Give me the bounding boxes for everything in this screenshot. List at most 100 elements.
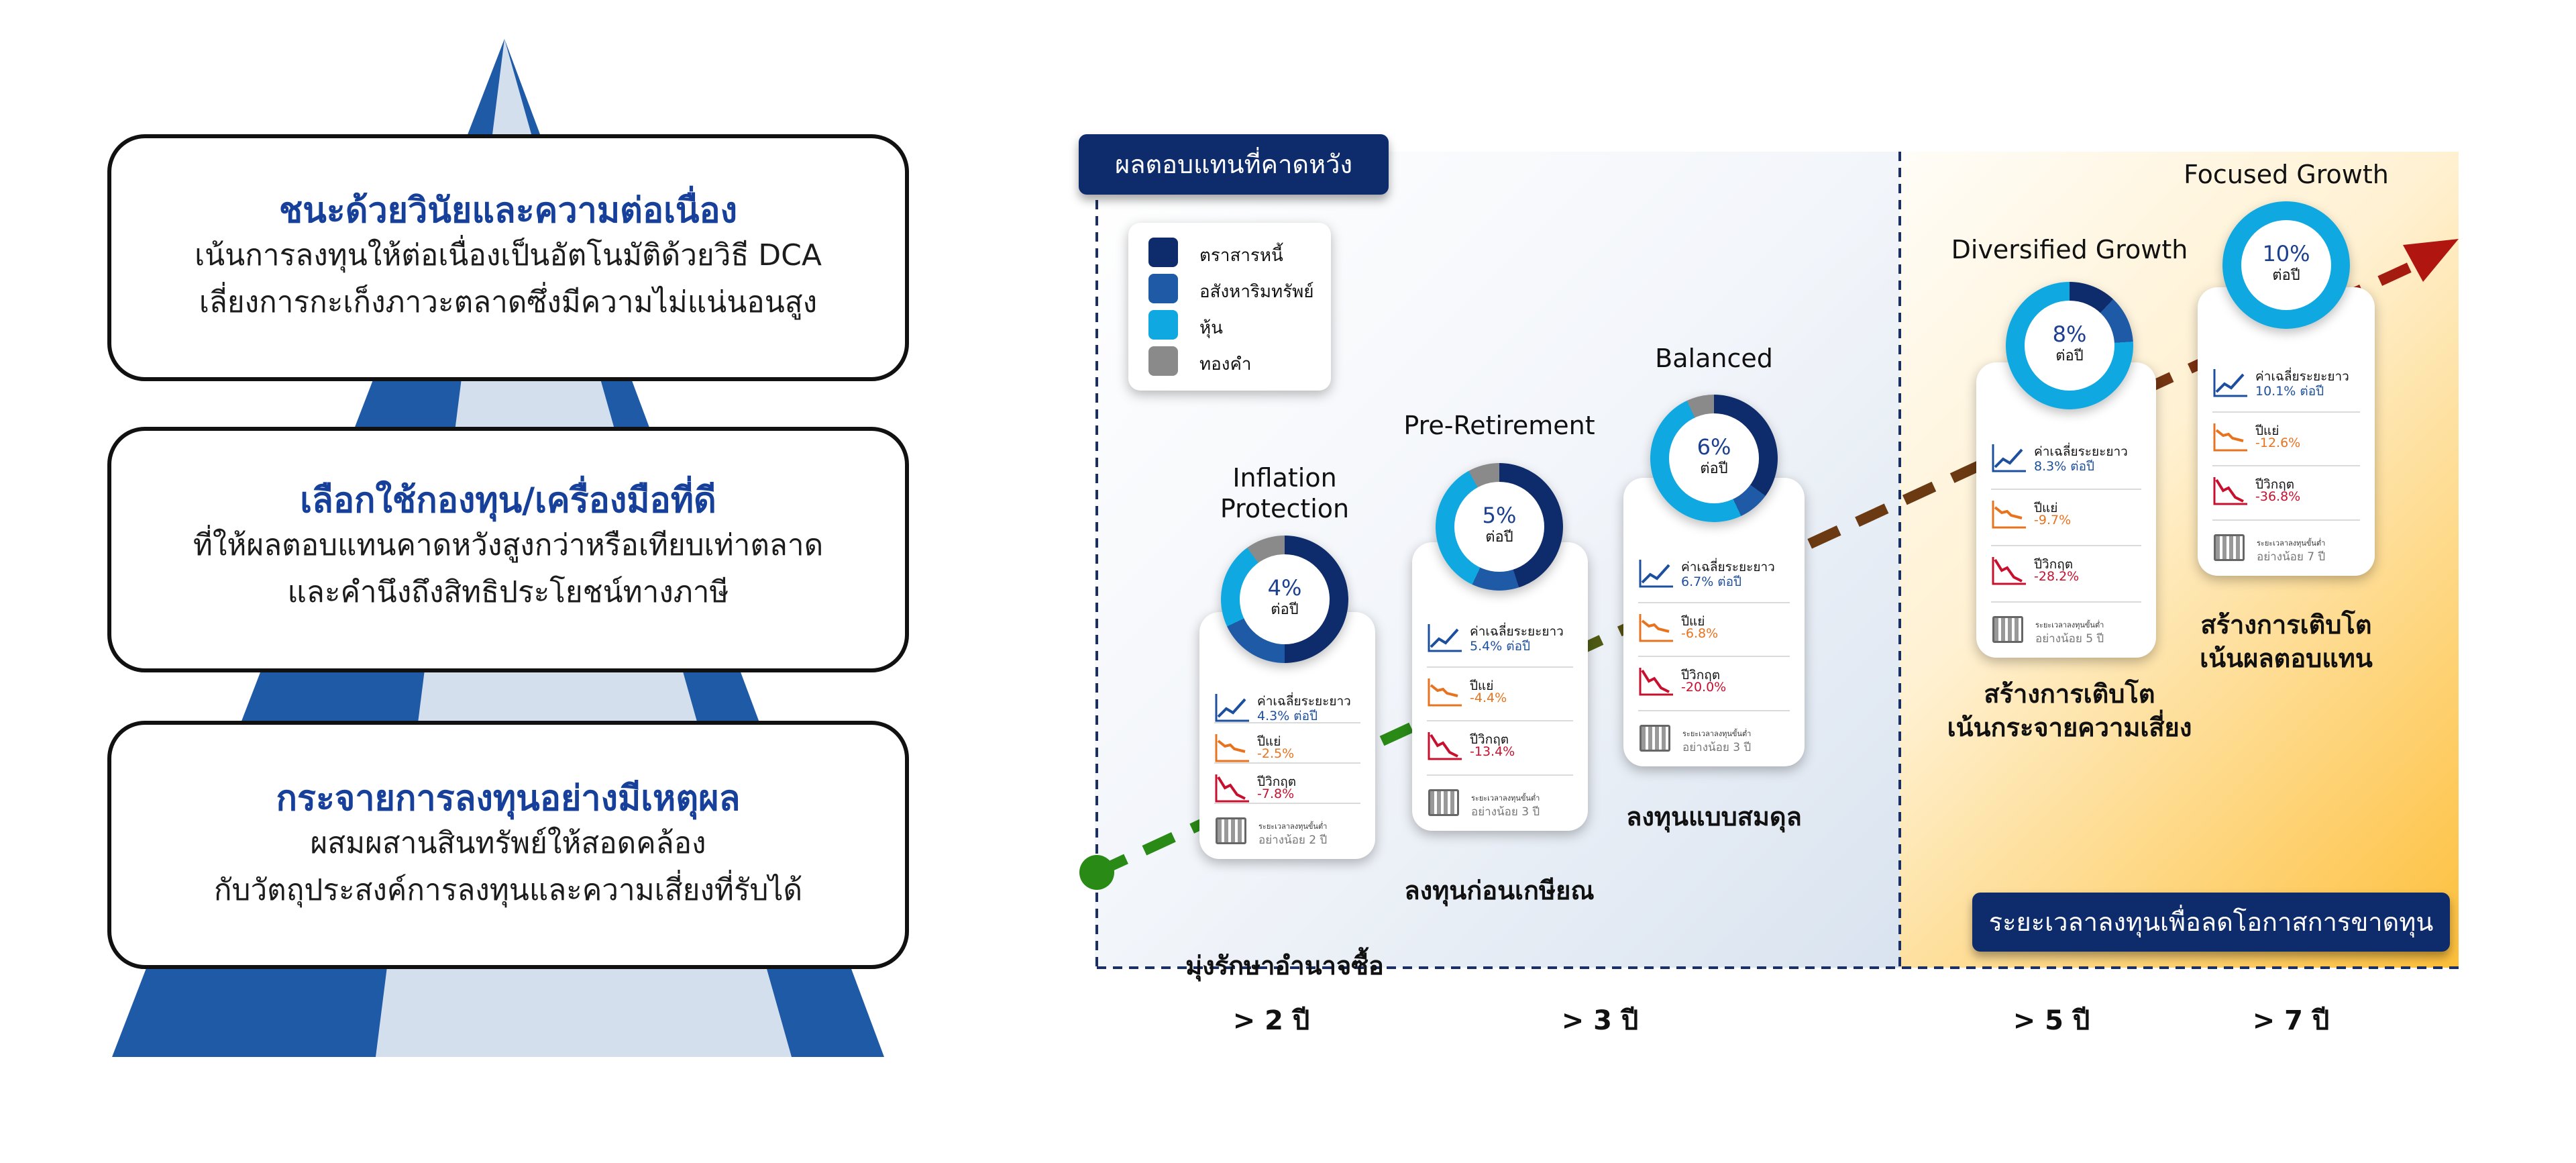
min-period-value: อย่างน้อย 3 ปี xyxy=(1682,741,1752,754)
time-horizon-label: > 2 ปี xyxy=(1232,1005,1310,1036)
stage-name: Protection xyxy=(1220,494,1350,523)
trend-up-icon xyxy=(2213,369,2247,397)
legend-swatch xyxy=(1148,346,1178,376)
tier-line: ที่ให้ผลตอบแทนคาดหวังสูงกว่าหรือเทียบเท่… xyxy=(193,528,824,562)
crisis-label: ปีวิกฤต xyxy=(2034,557,2074,572)
crisis-label: ปีวิกฤต xyxy=(2255,477,2295,493)
legend-label: อสังหาริมทรัพย์ xyxy=(1199,282,1314,302)
expected-return-unit: ต่อปี xyxy=(1700,460,1728,477)
stage-thai-label: เน้นผลตอบแทน xyxy=(2200,644,2373,673)
donut-center: 6%ต่อปี xyxy=(1669,413,1759,503)
bad-value: -4.4% xyxy=(1470,690,1507,705)
expected-return-unit: ต่อปี xyxy=(2055,348,2084,364)
calendar-icon xyxy=(1640,725,1670,752)
bad-value: -9.7% xyxy=(2034,513,2072,527)
crash-icon xyxy=(2213,477,2247,505)
stage-thai-label: ลงทุนแบบสมดุล xyxy=(1626,802,1802,831)
avg-label: ค่าเฉลี่ยระยะยาว xyxy=(1257,694,1351,709)
avg-value: 4.3% ต่อปี xyxy=(1257,709,1318,723)
calendar-icon xyxy=(2214,534,2245,561)
avg-label: ค่าเฉลี่ยระยะยาว xyxy=(2255,369,2349,384)
crisis-label: ปีวิกฤต xyxy=(1681,668,1721,683)
row-separator xyxy=(1214,803,1360,804)
min-period-value: อย่างน้อย 5 ปี xyxy=(2035,632,2104,646)
legend-swatch xyxy=(1148,310,1178,340)
min-period-value: อย่างน้อย 3 ปี xyxy=(1471,805,1540,819)
stage-thai-label: สร้างการเติบโต xyxy=(1984,679,2155,709)
expected-return-value: 4% xyxy=(1267,575,1302,601)
tier-line: กับวัตถุประสงค์การลงทุนและความเสี่ยงที่ร… xyxy=(213,873,803,907)
stage-thai-label: สร้างการเติบโต xyxy=(2200,610,2372,640)
time-horizon-label: > 7 ปี xyxy=(2252,1005,2330,1036)
bad-label: ปีแย่ xyxy=(2034,501,2058,515)
row-separator xyxy=(1427,720,1573,722)
legend-label: หุ้น xyxy=(1199,318,1223,338)
min-period-label: ระยะเวลาลงทุนขั้นต่ำ xyxy=(2035,621,2104,629)
row-separator xyxy=(1427,774,1573,776)
row-separator xyxy=(2212,465,2360,467)
expected-return-value: 8% xyxy=(2052,321,2087,347)
crisis-value: -7.8% xyxy=(1257,787,1295,801)
allocation-donut: 8%ต่อปี xyxy=(2006,282,2133,409)
tier-line: เน้นการลงทุนให้ต่อเนื่องเป็นอัตโนมัติด้ว… xyxy=(195,238,822,272)
donut-center: 4%ต่อปี xyxy=(1240,554,1330,644)
row-separator xyxy=(1991,601,2141,603)
pyramid-tier-diversification: กระจายการลงทุนอย่างมีเหตุผล ผสมผสานสินทร… xyxy=(107,721,909,969)
bad-value: -6.8% xyxy=(1681,625,1719,641)
row-separator xyxy=(1638,656,1790,658)
row-separator xyxy=(1214,762,1360,764)
row-separator xyxy=(1991,489,2141,490)
expected-return-badge: ผลตอบแทนที่คาดหวัง xyxy=(1079,134,1389,195)
trend-up-icon xyxy=(1428,624,1462,652)
crisis-label: ปีวิกฤต xyxy=(1470,732,1509,748)
crisis-value: -36.8% xyxy=(2255,489,2301,505)
expected-return-unit: ต่อปี xyxy=(2272,267,2300,284)
avg-value: 6.7% ต่อปี xyxy=(1681,574,1742,589)
bad-value: -12.6% xyxy=(2255,435,2301,450)
calendar-icon xyxy=(1428,789,1459,816)
expected-return-value: 6% xyxy=(1697,434,1731,460)
asset-legend: ตราสารหนี้ อสังหาริมทรัพย์ หุ้น ทองคำ xyxy=(1128,223,1331,391)
row-separator xyxy=(2212,519,2360,521)
trend-down-icon xyxy=(1215,734,1249,762)
crash-icon xyxy=(1428,732,1462,760)
avg-value: 8.3% ต่อปี xyxy=(2034,459,2095,474)
avg-label: ค่าเฉลี่ยระยะยาว xyxy=(2034,444,2128,459)
expected-return-unit: ต่อปี xyxy=(1271,601,1299,618)
crisis-value: -28.2% xyxy=(2034,569,2080,584)
bad-label: ปีแย่ xyxy=(1470,678,1494,693)
time-horizon-label: > 5 ปี xyxy=(2012,1005,2090,1036)
bad-label: ปีแย่ xyxy=(1681,613,1705,629)
row-separator xyxy=(1214,722,1360,723)
time-horizon-badge: ระยะเวลาลงทุนเพื่อลดโอกาสการขาดทุน xyxy=(1972,893,2450,952)
legend-label: ทองคำ xyxy=(1199,354,1252,374)
row-separator xyxy=(2212,411,2360,413)
expected-return-value: 5% xyxy=(1482,503,1517,528)
expected-return-unit: ต่อปี xyxy=(1485,529,1513,546)
bad-label: ปีแย่ xyxy=(2255,423,2279,438)
calendar-icon xyxy=(1216,817,1246,844)
stage-name: Focused Growth xyxy=(2184,160,2389,189)
crash-icon xyxy=(1992,557,2026,585)
tier-title: ชนะด้วยวินัยและความต่อเนื่อง xyxy=(278,191,738,231)
stage-thai-label: เน้นกระจายความเสี่ยง xyxy=(1947,713,2192,742)
tier-title: กระจายการลงทุนอย่างมีเหตุผล xyxy=(276,778,741,819)
stage-thai-label: มุ่งรักษาอำนาจซื้อ xyxy=(1185,951,1384,980)
stage-name: Balanced xyxy=(1655,344,1773,373)
trend-up-icon xyxy=(1992,444,2026,472)
row-separator xyxy=(1991,545,2141,546)
crisis-value: -20.0% xyxy=(1681,680,1727,695)
expected-return-value: 10% xyxy=(2262,241,2310,266)
legend-swatch xyxy=(1148,274,1178,303)
trend-down-icon xyxy=(1992,501,2026,529)
row-separator xyxy=(1427,666,1573,668)
avg-value: 5.4% ต่อปี xyxy=(1470,639,1531,654)
tier-line: เลี่ยงการกะเก็งภาวะตลาดซึ่งมีความไม่แน่น… xyxy=(199,285,818,319)
tier-line: ผสมผสานสินทรัพย์ให้สอดคล้อง xyxy=(310,826,706,860)
donut-center: 10%ต่อปี xyxy=(2241,220,2331,310)
crash-icon xyxy=(1215,774,1249,803)
